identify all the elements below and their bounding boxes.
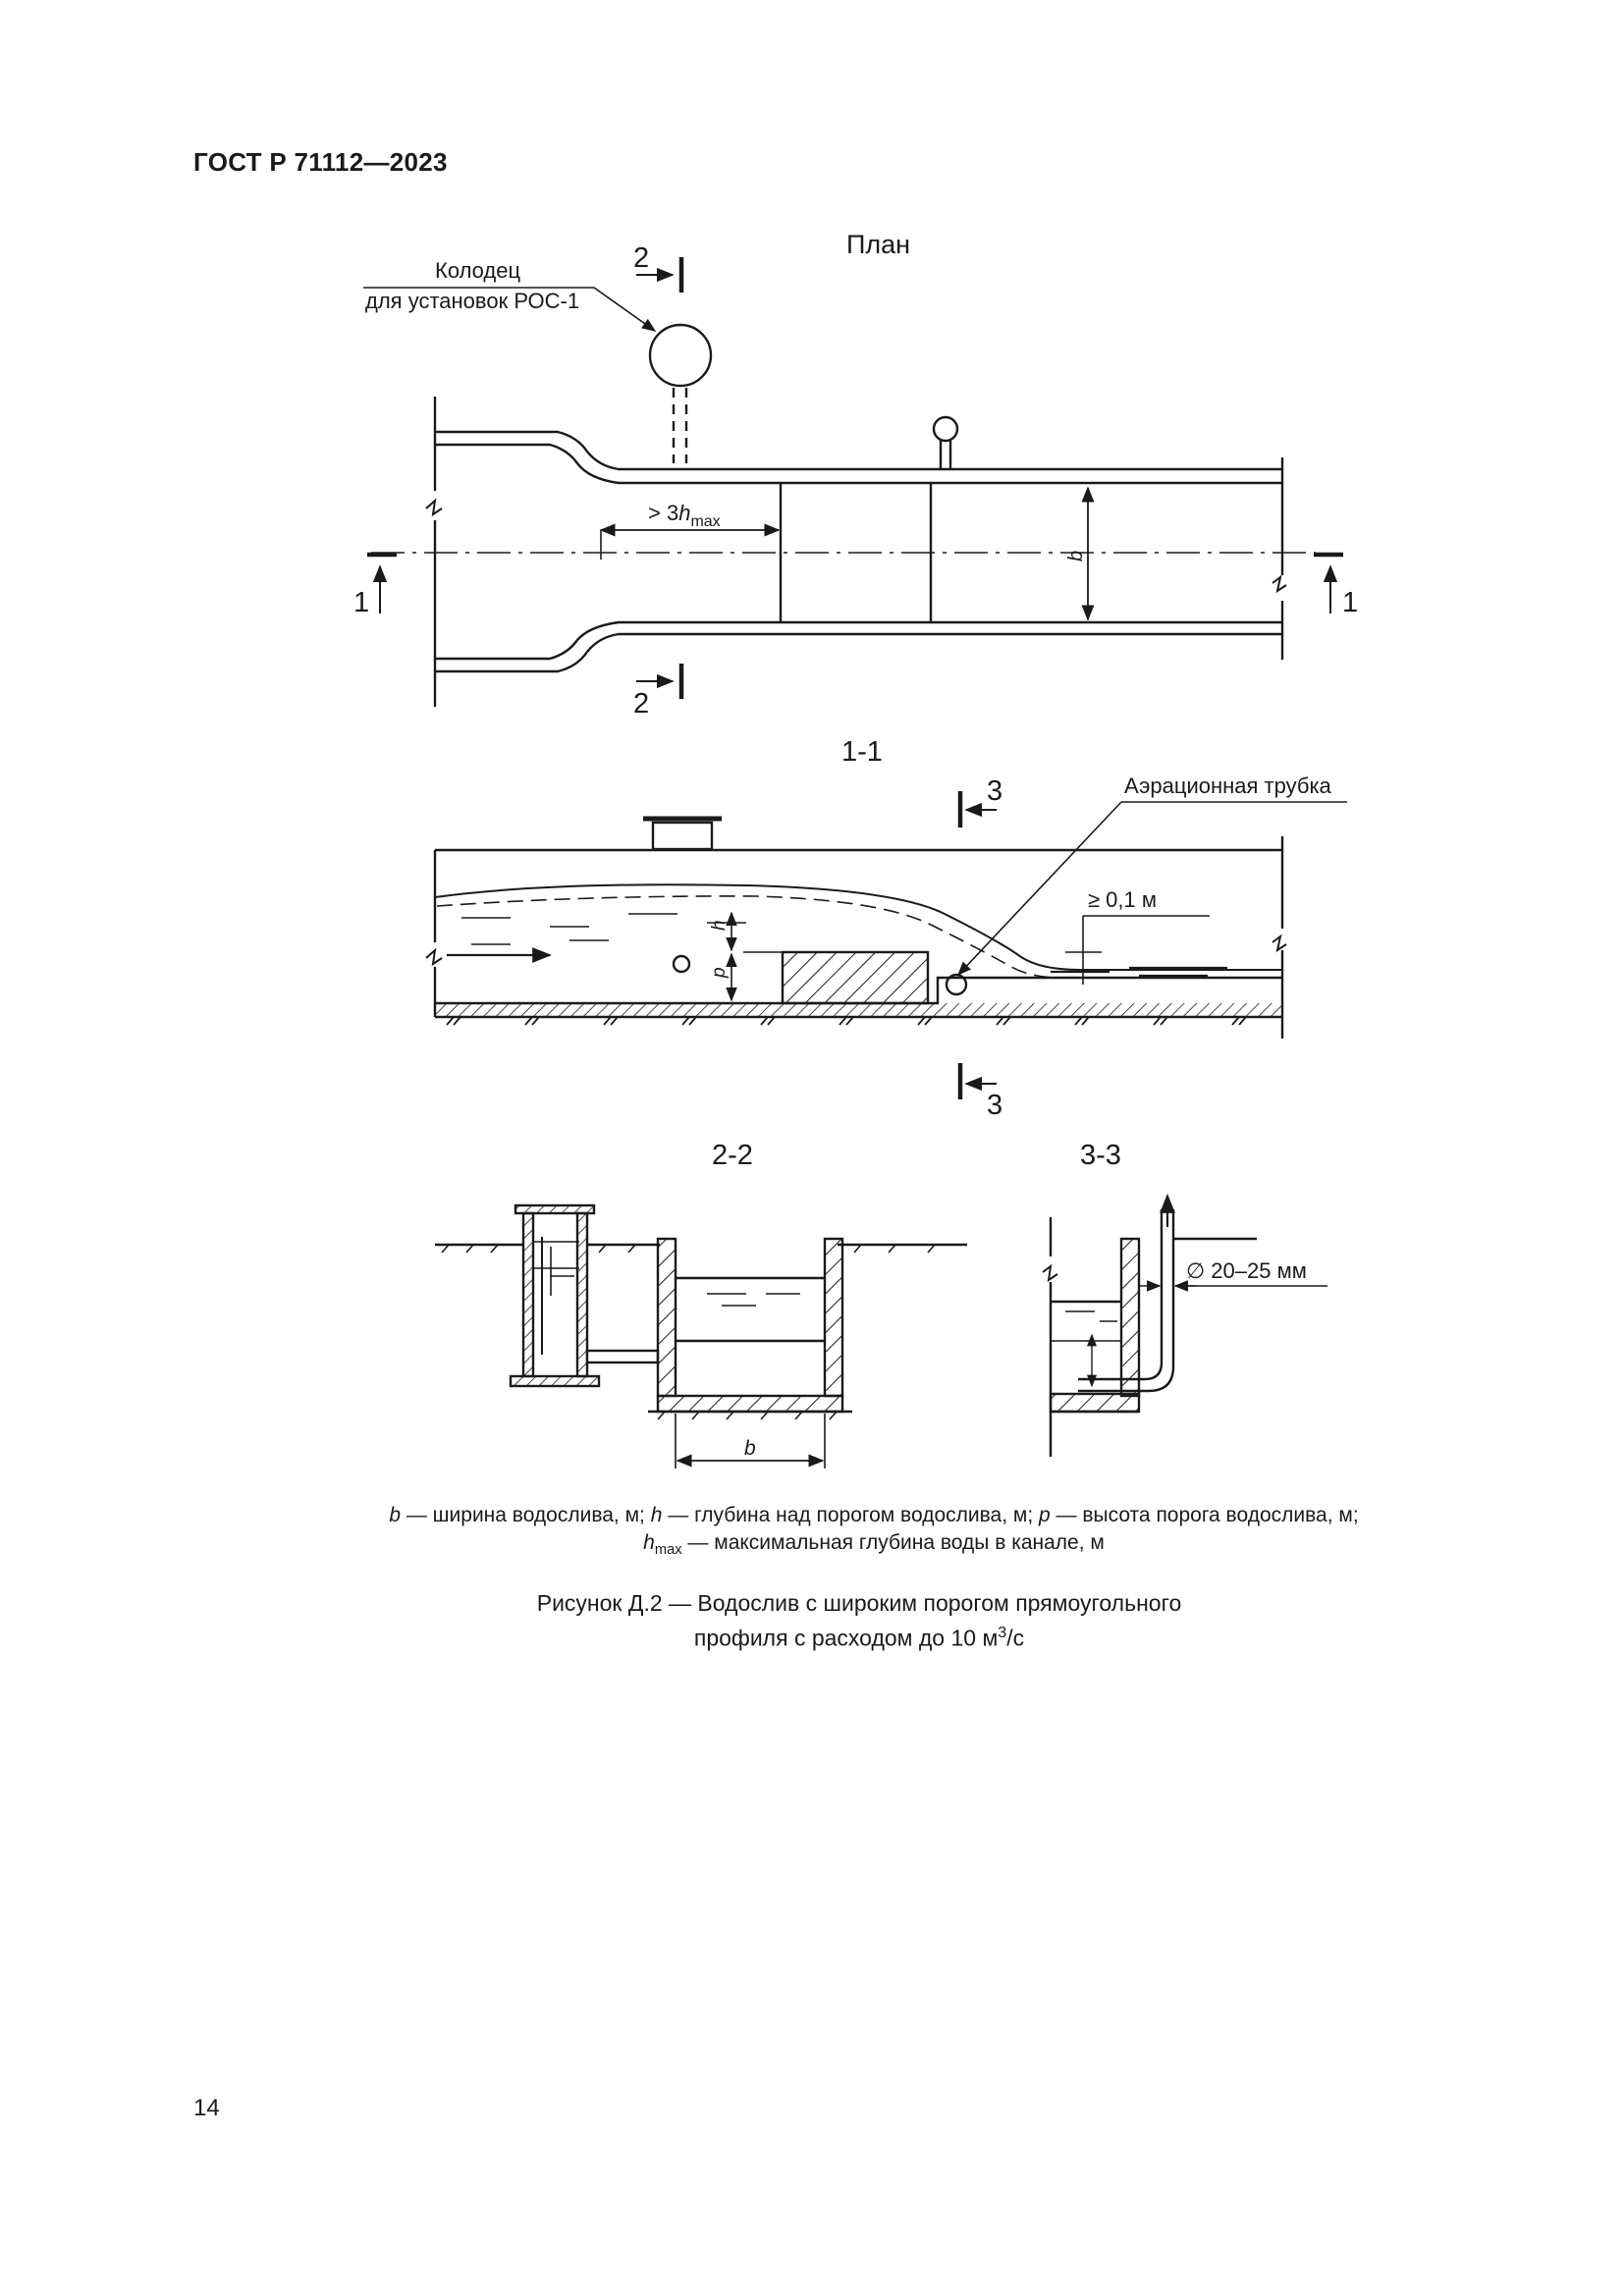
legend-line1: b — ширина водослива, м; h — глубина над… (389, 1504, 1359, 1526)
h-label: h (709, 920, 730, 931)
section-3-3: 3-3 ∅ 20–25 мм (1042, 1140, 1327, 1457)
caption-line1: Рисунок Д.2 — Водослив с широким порогом… (536, 1590, 1182, 1616)
section-mark-2-bottom: 2 (633, 688, 649, 720)
section-2-2: 2-2 (435, 1140, 967, 1468)
p-label: p (709, 967, 730, 979)
page-number: 14 (193, 2095, 220, 2121)
diameter-label: ∅ 20–25 мм (1186, 1258, 1307, 1283)
plan-dim-3hmax: > 3hmax (648, 501, 721, 530)
plan-title: План (846, 230, 910, 259)
drop-dim-label: ≥ 0,1 м (1088, 887, 1157, 912)
section-mark-1-right: 1 (1342, 587, 1358, 618)
plan-view: План Колодец для установок РОС-1 2 (353, 230, 1358, 720)
document-header: ГОСТ Р 71112—2023 (193, 147, 448, 177)
section-2-2-b-label: b (744, 1437, 756, 1460)
caption-line2: профиля с расходом до 10 м3/с (693, 1624, 1025, 1651)
figure-caption: Рисунок Д.2 — Водослив с широким порогом… (236, 1588, 1483, 1653)
section-2-2-title: 2-2 (712, 1140, 753, 1171)
section-1-1: 1-1 Аэрационная трубка 3 3 (425, 736, 1347, 1121)
section-1-1-title: 1-1 (841, 736, 883, 768)
section-mark-3-top: 3 (987, 775, 1002, 807)
section-3-3-title: 3-3 (1080, 1140, 1121, 1171)
section-mark-1-left: 1 (353, 587, 369, 618)
well-circle (648, 323, 713, 388)
legend: b — ширина водослива, м; h — глубина над… (236, 1502, 1512, 1564)
aeration-label: Аэрационная трубка (1124, 774, 1332, 798)
plan-b-label: b (1065, 551, 1087, 561)
legend-line2: hmax — максимальная глубина воды в канал… (643, 1531, 1105, 1559)
well-label-line1: Колодец (435, 258, 520, 283)
section-mark-2-top: 2 (633, 242, 649, 274)
well-label-line2: для установок РОС-1 (365, 289, 579, 313)
section-mark-3-bottom: 3 (987, 1090, 1002, 1121)
